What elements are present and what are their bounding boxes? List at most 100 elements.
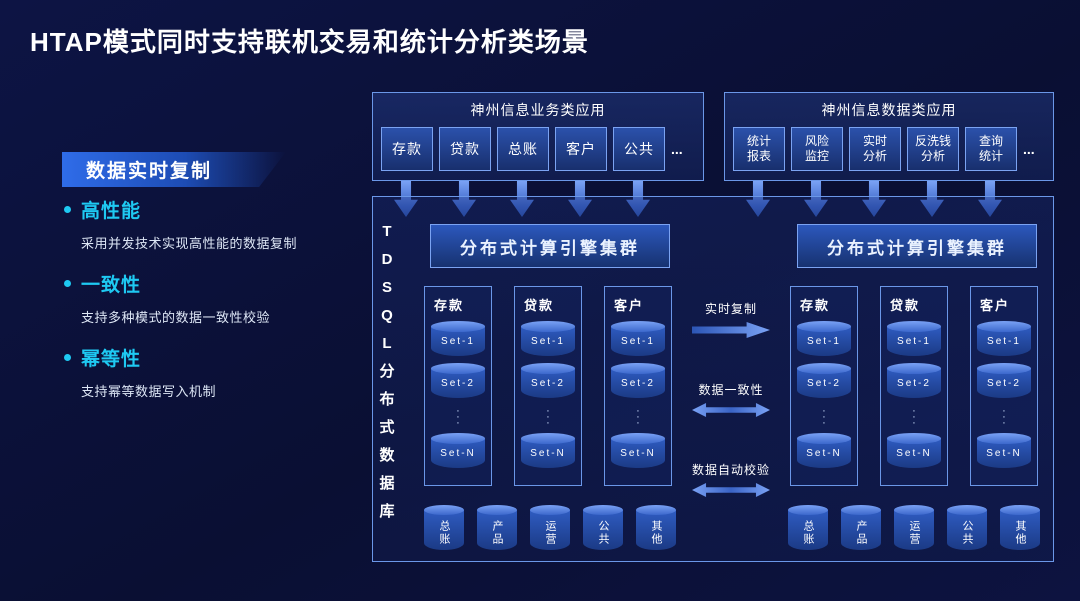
db-cylinder: Set-N <box>521 433 575 468</box>
data-apps-panel: 神州信息数据类应用 统计 报表 风险 监控 实时 分析 反洗钱 分析 查询 统计… <box>724 92 1054 181</box>
set-label: Set-2 <box>807 378 841 389</box>
page-title: HTAP模式同时支持联机交易和统计分析类场景 <box>30 27 589 57</box>
db-column-header: 贷款 <box>890 298 921 313</box>
bullet-item: 幂等性 支持幂等数据写入机制 <box>64 344 364 400</box>
bottom-db-label: 总账 <box>438 520 450 546</box>
business-apps-title: 神州信息业务类应用 <box>470 102 606 118</box>
double-arrow-icon <box>692 483 770 497</box>
app-item: 反洗钱 分析 <box>907 127 959 171</box>
link-label: 实时复制 <box>704 302 757 316</box>
bottom-db-label: 公共 <box>597 520 609 546</box>
tdsql-label-char: 式 <box>379 419 395 436</box>
set-label: Set-N <box>530 448 566 459</box>
db-cylinder: Set-1 <box>887 321 941 356</box>
tdsql-label-char: T <box>382 223 392 240</box>
bottom-db-cylinder: 其他 <box>636 505 676 550</box>
app-item: 查询 统计 <box>965 127 1017 171</box>
data-apps-title: 神州信息数据类应用 <box>821 102 957 118</box>
tdsql-label-char: S <box>381 279 392 296</box>
business-apps-panel: 神州信息业务类应用 存款 贷款 总账 客户 公共 ... <box>372 92 704 181</box>
bottom-db-cylinder: 产品 <box>841 505 881 550</box>
bottom-db-cylinder: 运营 <box>530 505 570 550</box>
db-column: 客户 Set-1 Set-2 · · · Set-N <box>970 286 1038 486</box>
ellipsis-dots: · · · <box>456 405 460 429</box>
tdsql-label-char: 库 <box>379 503 395 520</box>
ellipsis: ... <box>1023 141 1035 157</box>
app-item: 存款 <box>381 127 433 171</box>
ellipsis-dots: · · · <box>822 405 826 429</box>
db-cylinder: Set-2 <box>611 363 665 398</box>
bottom-db-label: 公共 <box>961 520 973 546</box>
feature-badge-label: 数据实时复制 <box>86 161 213 182</box>
bottom-db-cylinder: 总账 <box>424 505 464 550</box>
db-column: 存款 Set-1 Set-2 · · · Set-N <box>790 286 858 486</box>
set-label: Set-1 <box>621 336 655 347</box>
set-label: Set-N <box>806 448 842 459</box>
bullet-desc: 支持幂等数据写入机制 <box>81 384 217 399</box>
bottom-db-label: 其他 <box>650 520 662 546</box>
db-column-header: 存款 <box>434 298 465 313</box>
app-item: 风险 监控 <box>791 127 843 171</box>
db-column-header: 客户 <box>980 298 1011 313</box>
tdsql-label-char: 布 <box>379 391 395 408</box>
bottom-db-cylinder: 其他 <box>1000 505 1040 550</box>
db-cylinder: Set-2 <box>797 363 851 398</box>
bottom-db-cylinder: 产品 <box>477 505 517 550</box>
bullet-head-label: 幂等性 <box>81 349 142 370</box>
db-cylinder: Set-2 <box>977 363 1031 398</box>
set-label: Set-2 <box>531 378 565 389</box>
bullet-dot-icon <box>64 206 71 213</box>
db-cylinder: Set-2 <box>887 363 941 398</box>
set-label: Set-2 <box>441 378 475 389</box>
business-apps-row: 存款 贷款 总账 客户 公共 ... <box>373 120 703 171</box>
db-column-header: 客户 <box>614 298 645 313</box>
db-column: 贷款 Set-1 Set-2 · · · Set-N <box>880 286 948 486</box>
app-item: 公共 <box>613 127 665 171</box>
set-label: Set-1 <box>441 336 475 347</box>
db-cylinder: Set-N <box>611 433 665 468</box>
set-label: Set-1 <box>807 336 841 347</box>
db-cylinder: Set-2 <box>521 363 575 398</box>
set-label: Set-2 <box>621 378 655 389</box>
bullet-item: 高性能 采用并发技术实现高性能的数据复制 <box>64 196 364 252</box>
bottom-db-cylinder: 运营 <box>894 505 934 550</box>
db-cylinder: Set-N <box>977 433 1031 468</box>
app-item: 总账 <box>497 127 549 171</box>
bullet-dot-icon <box>64 280 71 287</box>
data-apps-row: 统计 报表 风险 监控 实时 分析 反洗钱 分析 查询 统计 ... <box>725 120 1053 171</box>
tdsql-label-char: Q <box>381 307 393 324</box>
bullet-head-label: 一致性 <box>81 275 142 296</box>
feature-list: 高性能 采用并发技术实现高性能的数据复制 一致性 支持多种模式的数据一致性校验 … <box>64 196 364 418</box>
db-column: 客户 Set-1 Set-2 · · · Set-N <box>604 286 672 486</box>
set-label: Set-1 <box>987 336 1021 347</box>
bottom-db-label: 产品 <box>491 520 503 546</box>
db-column-header: 贷款 <box>524 298 555 313</box>
bullet-head-label: 高性能 <box>81 201 142 222</box>
bullet-item: 一致性 支持多种模式的数据一致性校验 <box>64 270 364 326</box>
bottom-db-label: 其他 <box>1014 520 1026 546</box>
bullet-desc: 采用并发技术实现高性能的数据复制 <box>81 236 298 251</box>
bullet-head: 幂等性 <box>64 344 364 371</box>
bottom-db-label: 产品 <box>855 520 867 546</box>
tdsql-label-char: 数 <box>379 447 395 464</box>
bottom-db-cylinder: 总账 <box>788 505 828 550</box>
db-cylinder: Set-N <box>797 433 851 468</box>
db-cylinder: Set-1 <box>521 321 575 356</box>
ellipsis-dots: · · · <box>912 405 916 429</box>
set-label: Set-N <box>896 448 932 459</box>
ellipsis-dots: · · · <box>546 405 550 429</box>
bullet-dot-icon <box>64 354 71 361</box>
set-label: Set-N <box>620 448 656 459</box>
db-cylinder: Set-1 <box>977 321 1031 356</box>
tdsql-vertical-label: T D S Q L 分 布 式 数 据 库 <box>375 224 399 519</box>
app-item: 实时 分析 <box>849 127 901 171</box>
bottom-db-label: 总账 <box>802 520 814 546</box>
db-column: 贷款 Set-1 Set-2 · · · Set-N <box>514 286 582 486</box>
db-cylinder: Set-1 <box>797 321 851 356</box>
db-column: 存款 Set-1 Set-2 · · · Set-N <box>424 286 492 486</box>
bottom-db-label: 运营 <box>908 520 920 546</box>
db-cylinder: Set-N <box>887 433 941 468</box>
db-cylinder: Set-N <box>431 433 485 468</box>
ellipsis-dots: · · · <box>636 405 640 429</box>
set-label: Set-N <box>986 448 1022 459</box>
